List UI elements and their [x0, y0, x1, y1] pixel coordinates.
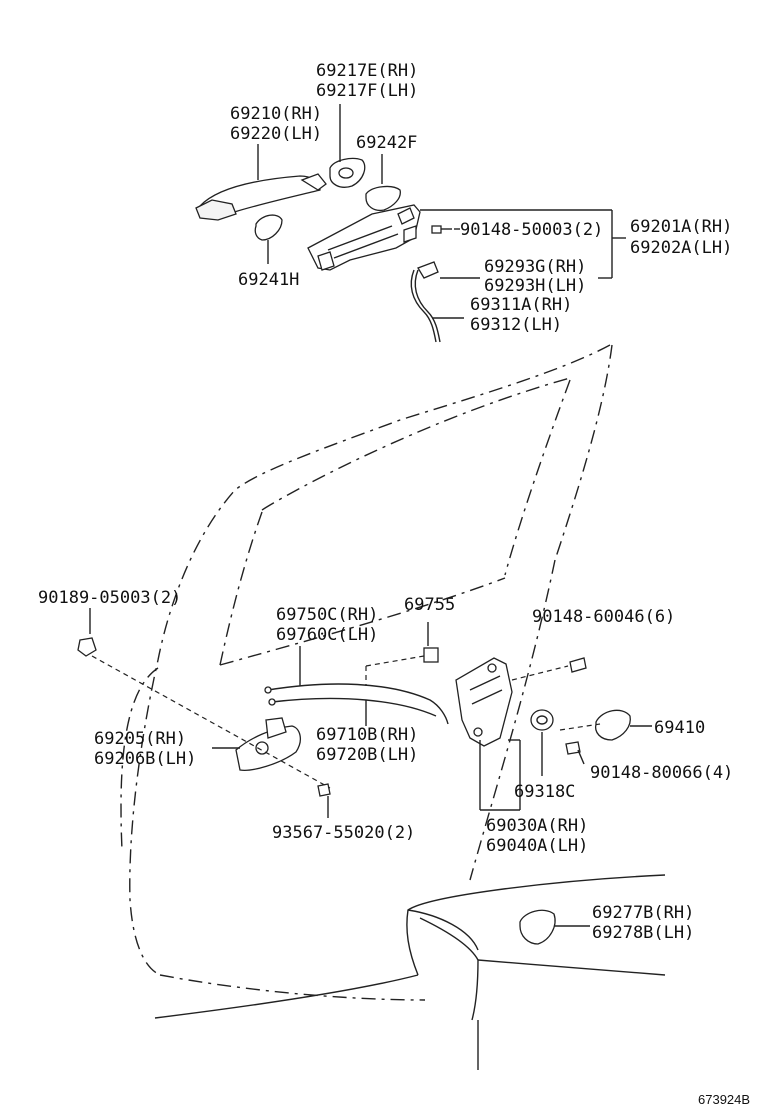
figure-id: 673924B [698, 1092, 750, 1107]
rod-69311a [410, 269, 441, 343]
cable-69750c [264, 683, 449, 725]
label-69760c: 69760C(LH) [276, 625, 378, 645]
cushion-69318c [530, 709, 554, 731]
label-69750c: 69750C(RH) [276, 605, 378, 625]
cap-69277b [519, 909, 556, 945]
label-69242f: 69242F [356, 133, 417, 153]
label-69278b: 69278B(LH) [592, 923, 694, 943]
label-90189-05003: 90189-05003(2) [38, 588, 181, 608]
label-69217e: 69217E(RH) [316, 61, 418, 81]
bolt-90189-05003 [77, 637, 97, 657]
label-69202a: 69202A(LH) [630, 238, 732, 258]
label-90148-60046: 90148-60046(6) [532, 607, 675, 627]
striker-69410 [594, 709, 631, 741]
door-sill [154, 874, 666, 1070]
label-69318c: 69318C [514, 782, 575, 802]
bolt-90148-50003 [431, 225, 452, 234]
label-69217f: 69217F(LH) [316, 81, 418, 101]
handle-pad-69241h [254, 214, 283, 241]
handle-frame-69201a [307, 204, 421, 271]
label-69277b: 69277B(RH) [592, 903, 694, 923]
clip-69755 [423, 647, 439, 663]
label-90148-50003: 90148-50003(2) [460, 220, 603, 240]
inside-handle-69205 [235, 717, 302, 771]
label-69720b: 69720B(LH) [316, 745, 418, 765]
label-69201a: 69201A(RH) [630, 217, 732, 237]
handle-pad-69217 [329, 157, 366, 188]
label-69220: 69220(LH) [230, 124, 322, 144]
label-69311a: 69311A(RH) [470, 295, 572, 315]
handle-pad-69242f [365, 185, 401, 212]
label-69040a: 69040A(LH) [486, 836, 588, 856]
outside-handle [195, 173, 327, 221]
label-69410: 69410 [654, 718, 705, 738]
label-69206b: 69206B(LH) [94, 749, 196, 769]
leader-lines [89, 104, 652, 927]
clip-69293 [417, 261, 439, 279]
screw-93567 [317, 783, 331, 797]
label-69293h: 69293H(LH) [484, 276, 586, 296]
bolt-90148-60046 [569, 657, 587, 673]
label-69755: 69755 [404, 595, 455, 615]
label-93567-55020: 93567-55020(2) [272, 823, 415, 843]
label-69241h: 69241H [238, 270, 299, 290]
label-69312: 69312(LH) [470, 315, 562, 335]
label-69293g: 69293G(RH) [484, 257, 586, 277]
screw-90148-80066 [565, 741, 581, 755]
label-69030a: 69030A(RH) [486, 816, 588, 836]
label-69205: 69205(RH) [94, 729, 186, 749]
lock-69030a [455, 657, 513, 747]
label-90148-80066: 90148-80066(4) [590, 763, 733, 783]
label-69710b: 69710B(RH) [316, 725, 418, 745]
label-69210: 69210(RH) [230, 104, 322, 124]
door-outline [120, 344, 613, 1001]
part-labels: 69217E(RH) 69217F(LH) 69210(RH) 69220(LH… [38, 61, 750, 1107]
